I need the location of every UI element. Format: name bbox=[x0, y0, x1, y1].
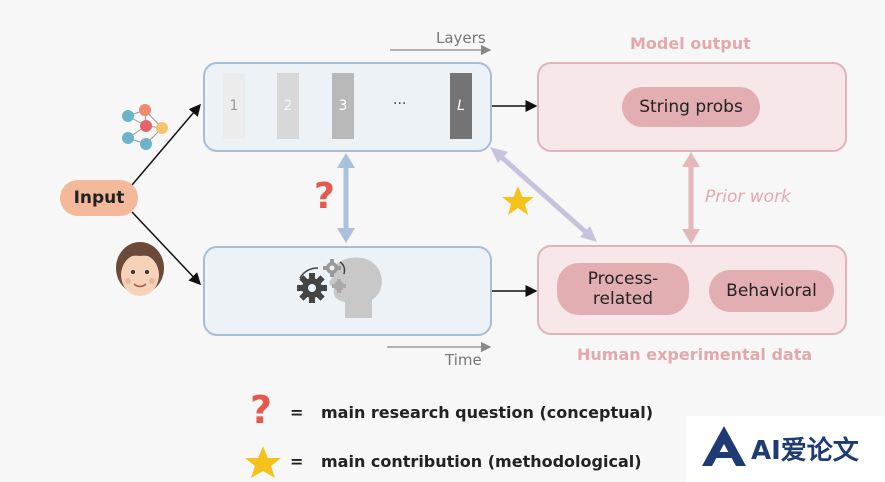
star-icon bbox=[502, 186, 534, 215]
legend-question-icon: ? bbox=[250, 388, 273, 432]
layer-1-label: 1 bbox=[229, 98, 239, 114]
prior-work-label: Prior work bbox=[705, 187, 791, 207]
input-to-model-arrow bbox=[131, 103, 201, 186]
model-output-heading: Model output bbox=[630, 34, 751, 53]
legend-eq-2: = bbox=[290, 452, 304, 471]
prior-work-double-arrow bbox=[682, 152, 700, 244]
layer-2: 2 bbox=[277, 73, 299, 139]
layer-3: 3 bbox=[332, 73, 354, 139]
layer-ellipsis: ··· bbox=[393, 96, 407, 112]
legend-question-text: main research question (conceptual) bbox=[321, 403, 654, 422]
legend-star-text: main contribution (methodological) bbox=[321, 452, 642, 471]
layer-1: 1 bbox=[223, 73, 245, 139]
input-to-human-arrow bbox=[131, 211, 202, 286]
layer-L-label: L bbox=[457, 98, 465, 114]
human-data-heading: Human experimental data bbox=[577, 345, 813, 364]
layers-axis-label: Layers bbox=[436, 29, 486, 47]
string-probs-pill: String probs bbox=[622, 87, 760, 127]
layer-2-label: 2 bbox=[283, 98, 293, 114]
time-axis-label: Time bbox=[445, 351, 482, 369]
layer-L: L bbox=[450, 73, 472, 139]
star-double-arrow bbox=[490, 147, 597, 242]
legend-eq-1: = bbox=[290, 403, 304, 422]
input-label: Input bbox=[73, 188, 125, 208]
behavioral-pill: Behavioral bbox=[709, 270, 834, 312]
input-pill: Input bbox=[60, 180, 138, 216]
process-related-pill: Process- related bbox=[557, 263, 689, 315]
layer-3-label: 3 bbox=[338, 98, 348, 114]
question-mark-icon: ? bbox=[314, 176, 335, 217]
model-human-double-arrow bbox=[337, 153, 355, 243]
watermark-text: AI爱论文 bbox=[751, 436, 859, 466]
